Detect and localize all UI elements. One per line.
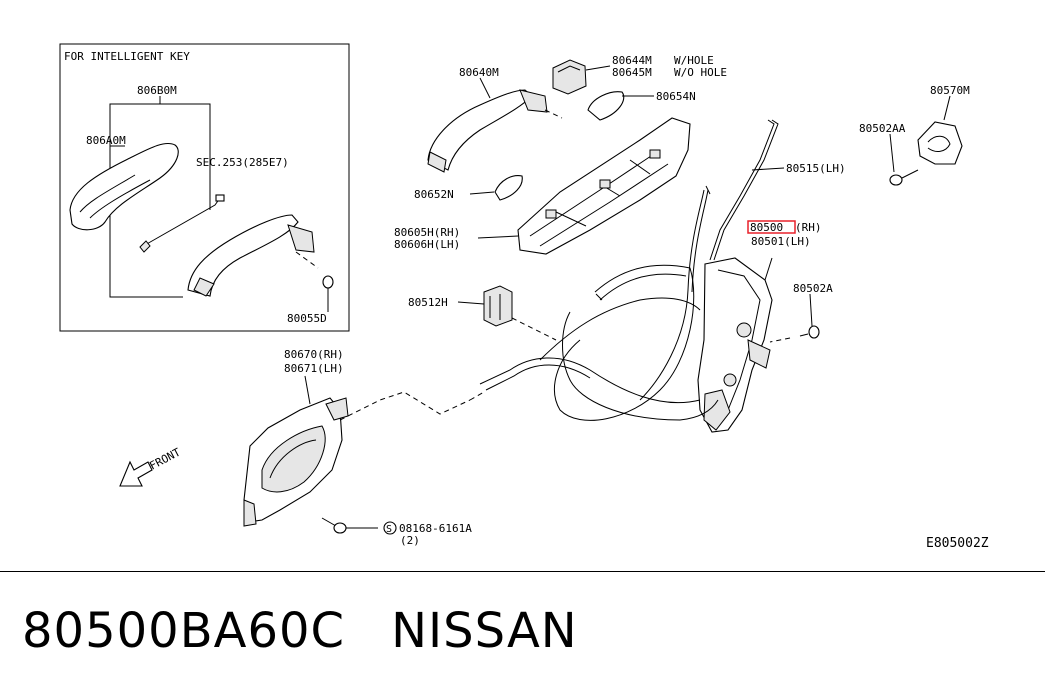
inside-handle-80670 (243, 375, 485, 527)
label-80512h: 80512H (408, 296, 448, 309)
footer-divider (0, 571, 1045, 572)
inset-handle-part (187, 214, 299, 297)
label-80605h: 80605H(RH) (394, 226, 460, 239)
footer: 80500BA60C NISSAN (22, 596, 578, 666)
bolt-80502aa (889, 133, 919, 186)
label-80606h: 80606H(LH) (394, 238, 460, 251)
diagram-code: E805002Z (926, 536, 989, 551)
screw-80502a (769, 293, 820, 343)
label-80501: 80501(LH) (751, 235, 811, 248)
label-80515: 80515(LH) (786, 162, 846, 175)
inset-title: FOR INTELLIGENT KEY (64, 50, 190, 63)
gasket-80652n (469, 175, 523, 201)
leader-80640m (479, 77, 491, 99)
highlight-80500 (747, 220, 796, 234)
part-number: 80500BA60C (22, 603, 346, 659)
label-80645m: 80645M (612, 66, 652, 79)
label-sec-253: SEC.253(285E7) (196, 156, 289, 169)
connector-80512h (457, 285, 557, 341)
rod-80515 (709, 119, 785, 261)
label-806a0m: 806A0M (86, 134, 126, 147)
label-80640m: 80640M (459, 66, 499, 79)
inset-dash-screw (295, 251, 319, 269)
gasket-80654n (587, 91, 654, 121)
screw-80055d (322, 275, 334, 312)
inset-connector (139, 240, 151, 253)
dash-handle-bracket (544, 109, 563, 119)
label-08168-6161a: 08168-6161A (399, 522, 472, 535)
label-80570m: 80570M (930, 84, 970, 97)
label-80654n: 80654N (656, 90, 696, 103)
label-80644m: 80644M (612, 54, 652, 67)
cap-80644m (552, 59, 611, 95)
cables (479, 185, 719, 421)
outside-handle-end (519, 89, 548, 113)
outside-handle-body (427, 89, 533, 171)
striker-80570m (917, 95, 963, 165)
parts-diagram-svg: FOR INTELLIGENT KEY 806B0M 806A0M SEC.25… (59, 43, 989, 551)
label-80500: 80500 (750, 221, 783, 234)
parts-diagram: FOR INTELLIGENT KEY 806B0M 806A0M SEC.25… (59, 43, 989, 551)
s-mark-letter: S (386, 524, 392, 535)
outside-handle-tip (427, 151, 447, 173)
outside-handle-80640m (427, 77, 563, 173)
label-80652n: 80652N (414, 188, 454, 201)
escutcheon-detail (79, 174, 151, 219)
screw-08168-6161a: S (321, 517, 397, 535)
inset-handle-end (287, 224, 315, 253)
label-w-hole: W/HOLE (674, 54, 714, 67)
inset-harness (144, 197, 221, 246)
brand-name: NISSAN (391, 603, 578, 659)
label-80502aa: 80502AA (859, 122, 906, 135)
intelligent-key-inset: FOR INTELLIGENT KEY 806B0M 806A0M SEC.25… (59, 43, 350, 332)
escutcheon-part (69, 142, 179, 231)
inset-handle-sensor (193, 277, 215, 297)
label-front: FRONT (147, 445, 183, 472)
bracket-80605h (477, 117, 691, 255)
door-lock-actuator-80500 (697, 257, 773, 433)
label-rh: (RH) (795, 221, 822, 234)
s-mark-icon (383, 521, 397, 535)
bracket-806b0m-left (109, 96, 183, 298)
label-806b0m: 806B0M (137, 84, 177, 97)
label-80502a: 80502A (793, 282, 833, 295)
inset-frame (59, 43, 350, 332)
label-80671: 80671(LH) (284, 362, 344, 375)
label-80055d: 80055D (287, 312, 327, 325)
bracket-806b0m-right (160, 103, 211, 210)
label-wo-hole: W/O HOLE (674, 66, 727, 79)
label-quantity: (2) (400, 534, 420, 547)
front-arrow (119, 460, 153, 487)
label-80670: 80670(RH) (284, 348, 344, 361)
inset-connector-end (215, 194, 225, 202)
